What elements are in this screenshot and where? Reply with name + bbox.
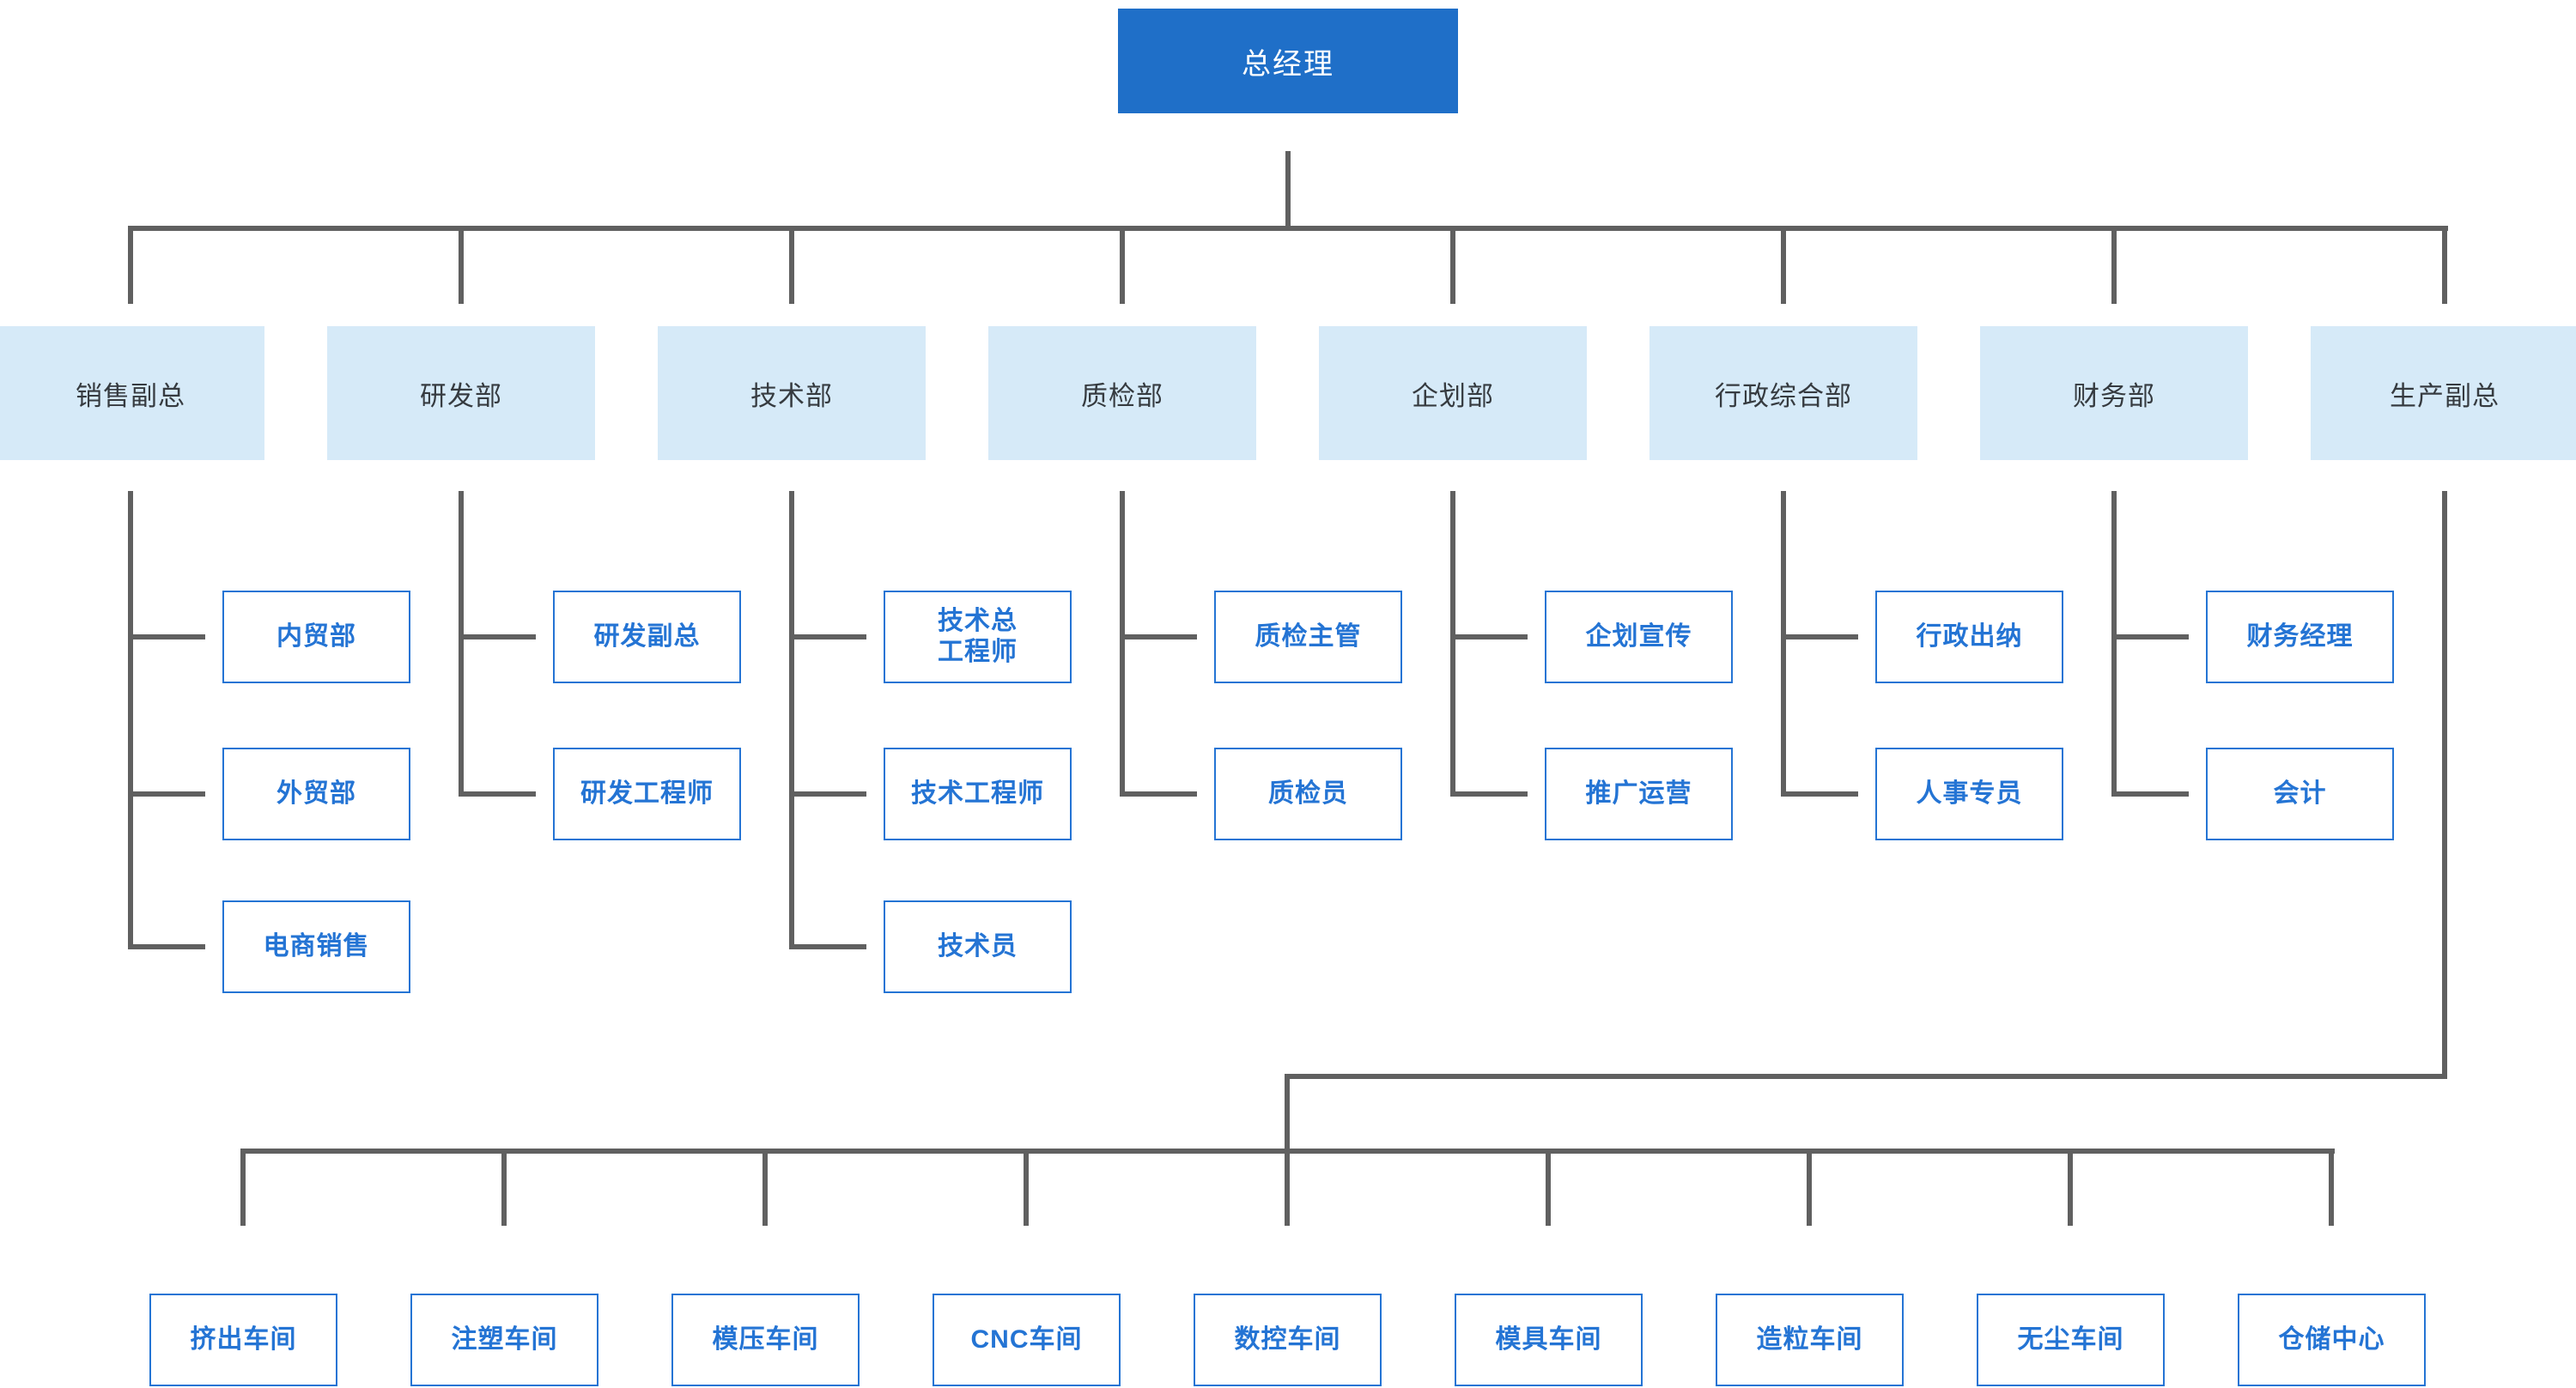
connector-trunk [459, 491, 464, 797]
connector-drop [240, 1154, 246, 1226]
node-finance-manager[interactable]: 财务经理 [2206, 591, 2394, 683]
node-hr-specialist[interactable]: 人事专员 [1875, 748, 2063, 840]
label-line: 技术总 [938, 607, 1018, 635]
connector-stub [2111, 791, 2189, 797]
connector-production-trunk [2442, 491, 2447, 1079]
connector-stub [128, 634, 205, 639]
connector-drop [128, 231, 133, 304]
connector-drop [2442, 231, 2447, 304]
connector-drop [2068, 1154, 2073, 1226]
node-extrusion-workshop[interactable]: 挤出车间 [149, 1294, 337, 1386]
node-tech-engineer[interactable]: 技术工程师 [884, 748, 1072, 840]
connector-drop [1024, 1154, 1029, 1226]
node-sales-vp[interactable]: 销售副总 [0, 326, 264, 460]
node-chief-engineer[interactable]: 技术总 工程师 [884, 591, 1072, 683]
node-rd-engineer[interactable]: 研发工程师 [553, 748, 741, 840]
connector-stub [789, 944, 866, 949]
connector-drop [459, 231, 464, 304]
connector-drop [789, 231, 794, 304]
node-domestic-trade[interactable]: 内贸部 [222, 591, 410, 683]
node-cnc-workshop[interactable]: CNC车间 [933, 1294, 1121, 1386]
connector-stub [2111, 634, 2189, 639]
connector-trunk [1450, 491, 1455, 797]
node-qc-supervisor[interactable]: 质检主管 [1214, 591, 1402, 683]
connector-drop [2111, 231, 2117, 304]
node-finance-dept[interactable]: 财务部 [1980, 326, 2248, 460]
connector-drop [501, 1154, 507, 1226]
node-rd-dept[interactable]: 研发部 [327, 326, 595, 460]
connector-drop [1546, 1154, 1551, 1226]
node-accountant[interactable]: 会计 [2206, 748, 2394, 840]
connector-drop [1285, 1154, 1290, 1226]
connector-trunk [2111, 491, 2117, 797]
connector-stub [1781, 791, 1858, 797]
connector-drop [1120, 231, 1125, 304]
connector-drop [1450, 231, 1455, 304]
connector-top-rail [128, 226, 2448, 231]
node-admin-cashier[interactable]: 行政出纳 [1875, 591, 2063, 683]
node-granulation-workshop[interactable]: 造粒车间 [1716, 1294, 1904, 1386]
connector-stub [1781, 634, 1858, 639]
node-nc-workshop[interactable]: 数控车间 [1194, 1294, 1382, 1386]
node-qc-dept[interactable]: 质检部 [988, 326, 1256, 460]
connector-trunk [1781, 491, 1786, 797]
node-qc-inspector[interactable]: 质检员 [1214, 748, 1402, 840]
connector-stub [459, 791, 536, 797]
node-ecommerce-sales[interactable]: 电商销售 [222, 900, 410, 993]
connector-stub [1120, 634, 1197, 639]
connector-stub [789, 791, 866, 797]
label-line: 工程师 [938, 638, 1018, 666]
connector-drop [1807, 1154, 1812, 1226]
node-admin-dept[interactable]: 行政综合部 [1649, 326, 1917, 460]
node-chief-engineer-label: 技术总 工程师 [938, 606, 1018, 668]
connector-stub [1120, 791, 1197, 797]
connector-root-stem [1285, 151, 1291, 226]
connector-drop [2329, 1154, 2334, 1226]
connector-drop [1781, 231, 1786, 304]
connector-stub [789, 634, 866, 639]
node-warehouse-center[interactable]: 仓储中心 [2238, 1294, 2426, 1386]
connector-stub [1450, 791, 1528, 797]
connector-stub [128, 944, 205, 949]
node-compression-workshop[interactable]: 模压车间 [671, 1294, 860, 1386]
connector-stub [459, 634, 536, 639]
node-planning-dept[interactable]: 企划部 [1319, 326, 1587, 460]
node-dust-free-workshop[interactable]: 无尘车间 [1977, 1294, 2165, 1386]
node-planning-publicity[interactable]: 企划宣传 [1545, 591, 1733, 683]
connector-stub [128, 791, 205, 797]
connector-drop [762, 1154, 768, 1226]
connector-trunk [1120, 491, 1125, 797]
connector-bottom-rail [240, 1149, 2335, 1154]
node-technician[interactable]: 技术员 [884, 900, 1072, 993]
node-promotion-operation[interactable]: 推广运营 [1545, 748, 1733, 840]
node-mold-workshop[interactable]: 模具车间 [1455, 1294, 1643, 1386]
node-rd-vp[interactable]: 研发副总 [553, 591, 741, 683]
connector-trunk [128, 491, 133, 949]
connector-production-horizontal [1285, 1074, 2447, 1079]
node-injection-workshop[interactable]: 注塑车间 [410, 1294, 598, 1386]
node-production-vp[interactable]: 生产副总 [2311, 326, 2576, 460]
node-general-manager[interactable]: 总经理 [1118, 9, 1458, 113]
connector-stub [1450, 634, 1528, 639]
node-tech-dept[interactable]: 技术部 [658, 326, 926, 460]
node-foreign-trade[interactable]: 外贸部 [222, 748, 410, 840]
connector-trunk [789, 491, 794, 949]
